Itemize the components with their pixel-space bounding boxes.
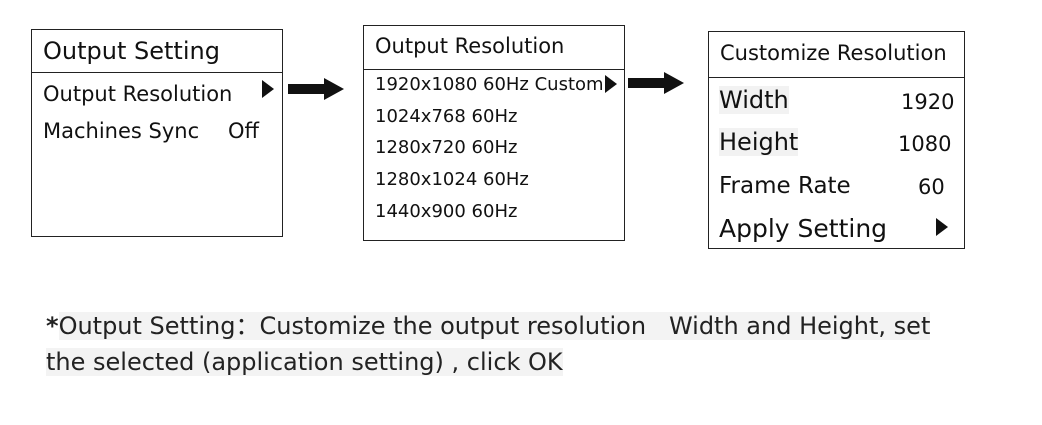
width-label: Width [719, 86, 789, 114]
resolution-option-1280x720[interactable]: 1280x720 60Hz [375, 137, 518, 158]
submenu-triangle-icon [605, 75, 617, 93]
submenu-triangle-icon [262, 80, 274, 98]
right-arrow-icon [288, 78, 344, 100]
caption-asterisk: * [46, 312, 59, 340]
customize-resolution-title: Customize Resolution [720, 41, 947, 65]
resolution-option-1280x1024[interactable]: 1280x1024 60Hz [375, 169, 529, 190]
frame-rate-value[interactable]: 60 [918, 175, 945, 199]
width-value[interactable]: 1920 [901, 90, 955, 114]
menu-item-machines-sync[interactable]: Machines Sync [43, 119, 200, 143]
output-setting-panel: Output Setting Output Resolution Machine… [31, 29, 283, 237]
customize-resolution-title-bar [709, 32, 964, 78]
height-value[interactable]: 1080 [898, 132, 952, 156]
submenu-triangle-icon [936, 218, 948, 236]
caption-line-2: the selected (application setting) , cli… [46, 348, 563, 376]
output-resolution-panel: Output Resolution 1920x1080 60Hz Custom … [363, 25, 625, 241]
caption-line1-rest: Customize the output resolution Width an… [259, 312, 931, 340]
output-resolution-title: Output Resolution [375, 34, 565, 58]
caption-lead: Output Setting： [58, 312, 260, 340]
height-label: Height [719, 128, 799, 156]
frame-rate-label: Frame Rate [719, 173, 851, 199]
apply-setting-item[interactable]: Apply Setting [719, 214, 888, 243]
resolution-option-1920x1080[interactable]: 1920x1080 60Hz Custom [375, 74, 604, 95]
output-resolution-title-bar [364, 26, 624, 70]
right-arrow-icon [628, 72, 684, 94]
menu-item-output-resolution[interactable]: Output Resolution [43, 82, 233, 106]
machines-sync-value: Off [228, 119, 259, 143]
caption-line-1: *Output Setting：Customize the output res… [46, 306, 931, 341]
output-setting-title-bar [32, 30, 282, 73]
resolution-option-1440x900[interactable]: 1440x900 60Hz [375, 201, 518, 222]
caption-line2-text: the selected (application setting) , cli… [46, 348, 563, 376]
customize-resolution-panel: Customize Resolution Width 1920 Height 1… [708, 31, 965, 249]
output-setting-title: Output Setting [43, 37, 220, 65]
resolution-option-1024x768[interactable]: 1024x768 60Hz [375, 106, 518, 127]
